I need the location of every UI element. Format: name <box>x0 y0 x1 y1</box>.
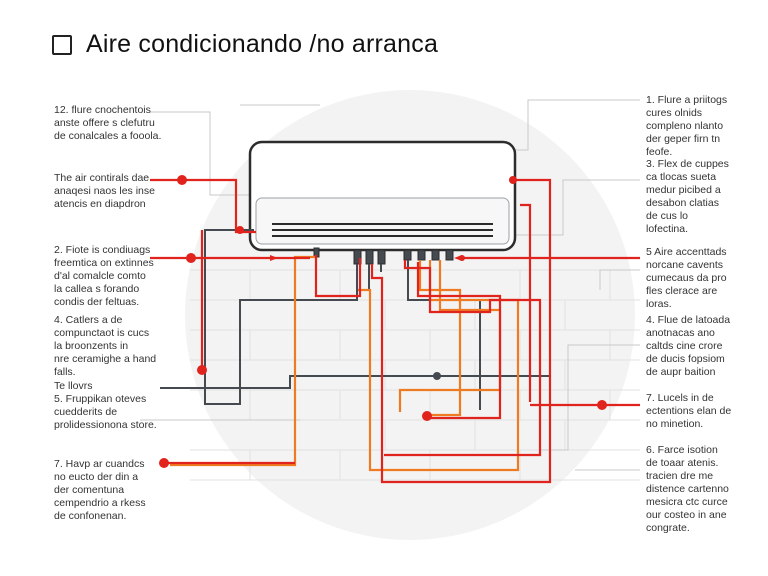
title-row: Aire condicionando /no arranca <box>52 30 438 59</box>
dot-red <box>236 226 244 234</box>
note-left-2: The air contirals dae anaqesi naos les i… <box>54 172 155 210</box>
dot-red <box>509 176 517 184</box>
dot-red <box>186 253 196 263</box>
dot-red <box>177 175 187 185</box>
note-left-3: 2. Fiote is condiuags freemtica on extin… <box>54 244 154 308</box>
guide-lines <box>140 99 640 471</box>
dot-red <box>597 400 607 410</box>
note-left-1: 12. flure cnochentois anste offere s cle… <box>54 104 162 142</box>
note-right-2: 3. Flex de cuppes ca tlocas sueta medur … <box>646 158 729 235</box>
note-right-1: 1. Flure a priitogs cures olnids complen… <box>646 94 728 158</box>
connection-dots <box>159 175 607 468</box>
red-wires <box>150 178 640 484</box>
note-right-6: 6. Farce isotion de toaar atenis. tracie… <box>646 444 729 534</box>
arrow-heads <box>270 255 462 261</box>
dot-red <box>197 365 207 375</box>
dot-red <box>422 411 432 421</box>
ac-unit <box>248 140 517 252</box>
dot-red <box>159 458 169 468</box>
note-left-4: 4. Catlers a de compunctaot is cucs la b… <box>54 314 157 378</box>
note-left-5: Te llovrs 5. Fruppikan oteves cuedderits… <box>54 380 157 431</box>
ac-vent-louvers <box>272 223 493 237</box>
page-title: Aire condicionando /no arranca <box>86 30 439 58</box>
note-left-6: 7. Havp ar cuandcs no eucto der din a de… <box>54 458 146 522</box>
note-right-4: 4. Flue de latoada anotnacas ano caltds … <box>646 314 731 378</box>
note-right-5: 7. Lucels in de ectentions elan de no mi… <box>646 392 732 430</box>
checkbox[interactable] <box>52 34 72 55</box>
dot-dark <box>433 372 441 380</box>
note-right-3: 5 Aire accenttads norcane cavents cumeca… <box>646 246 727 310</box>
